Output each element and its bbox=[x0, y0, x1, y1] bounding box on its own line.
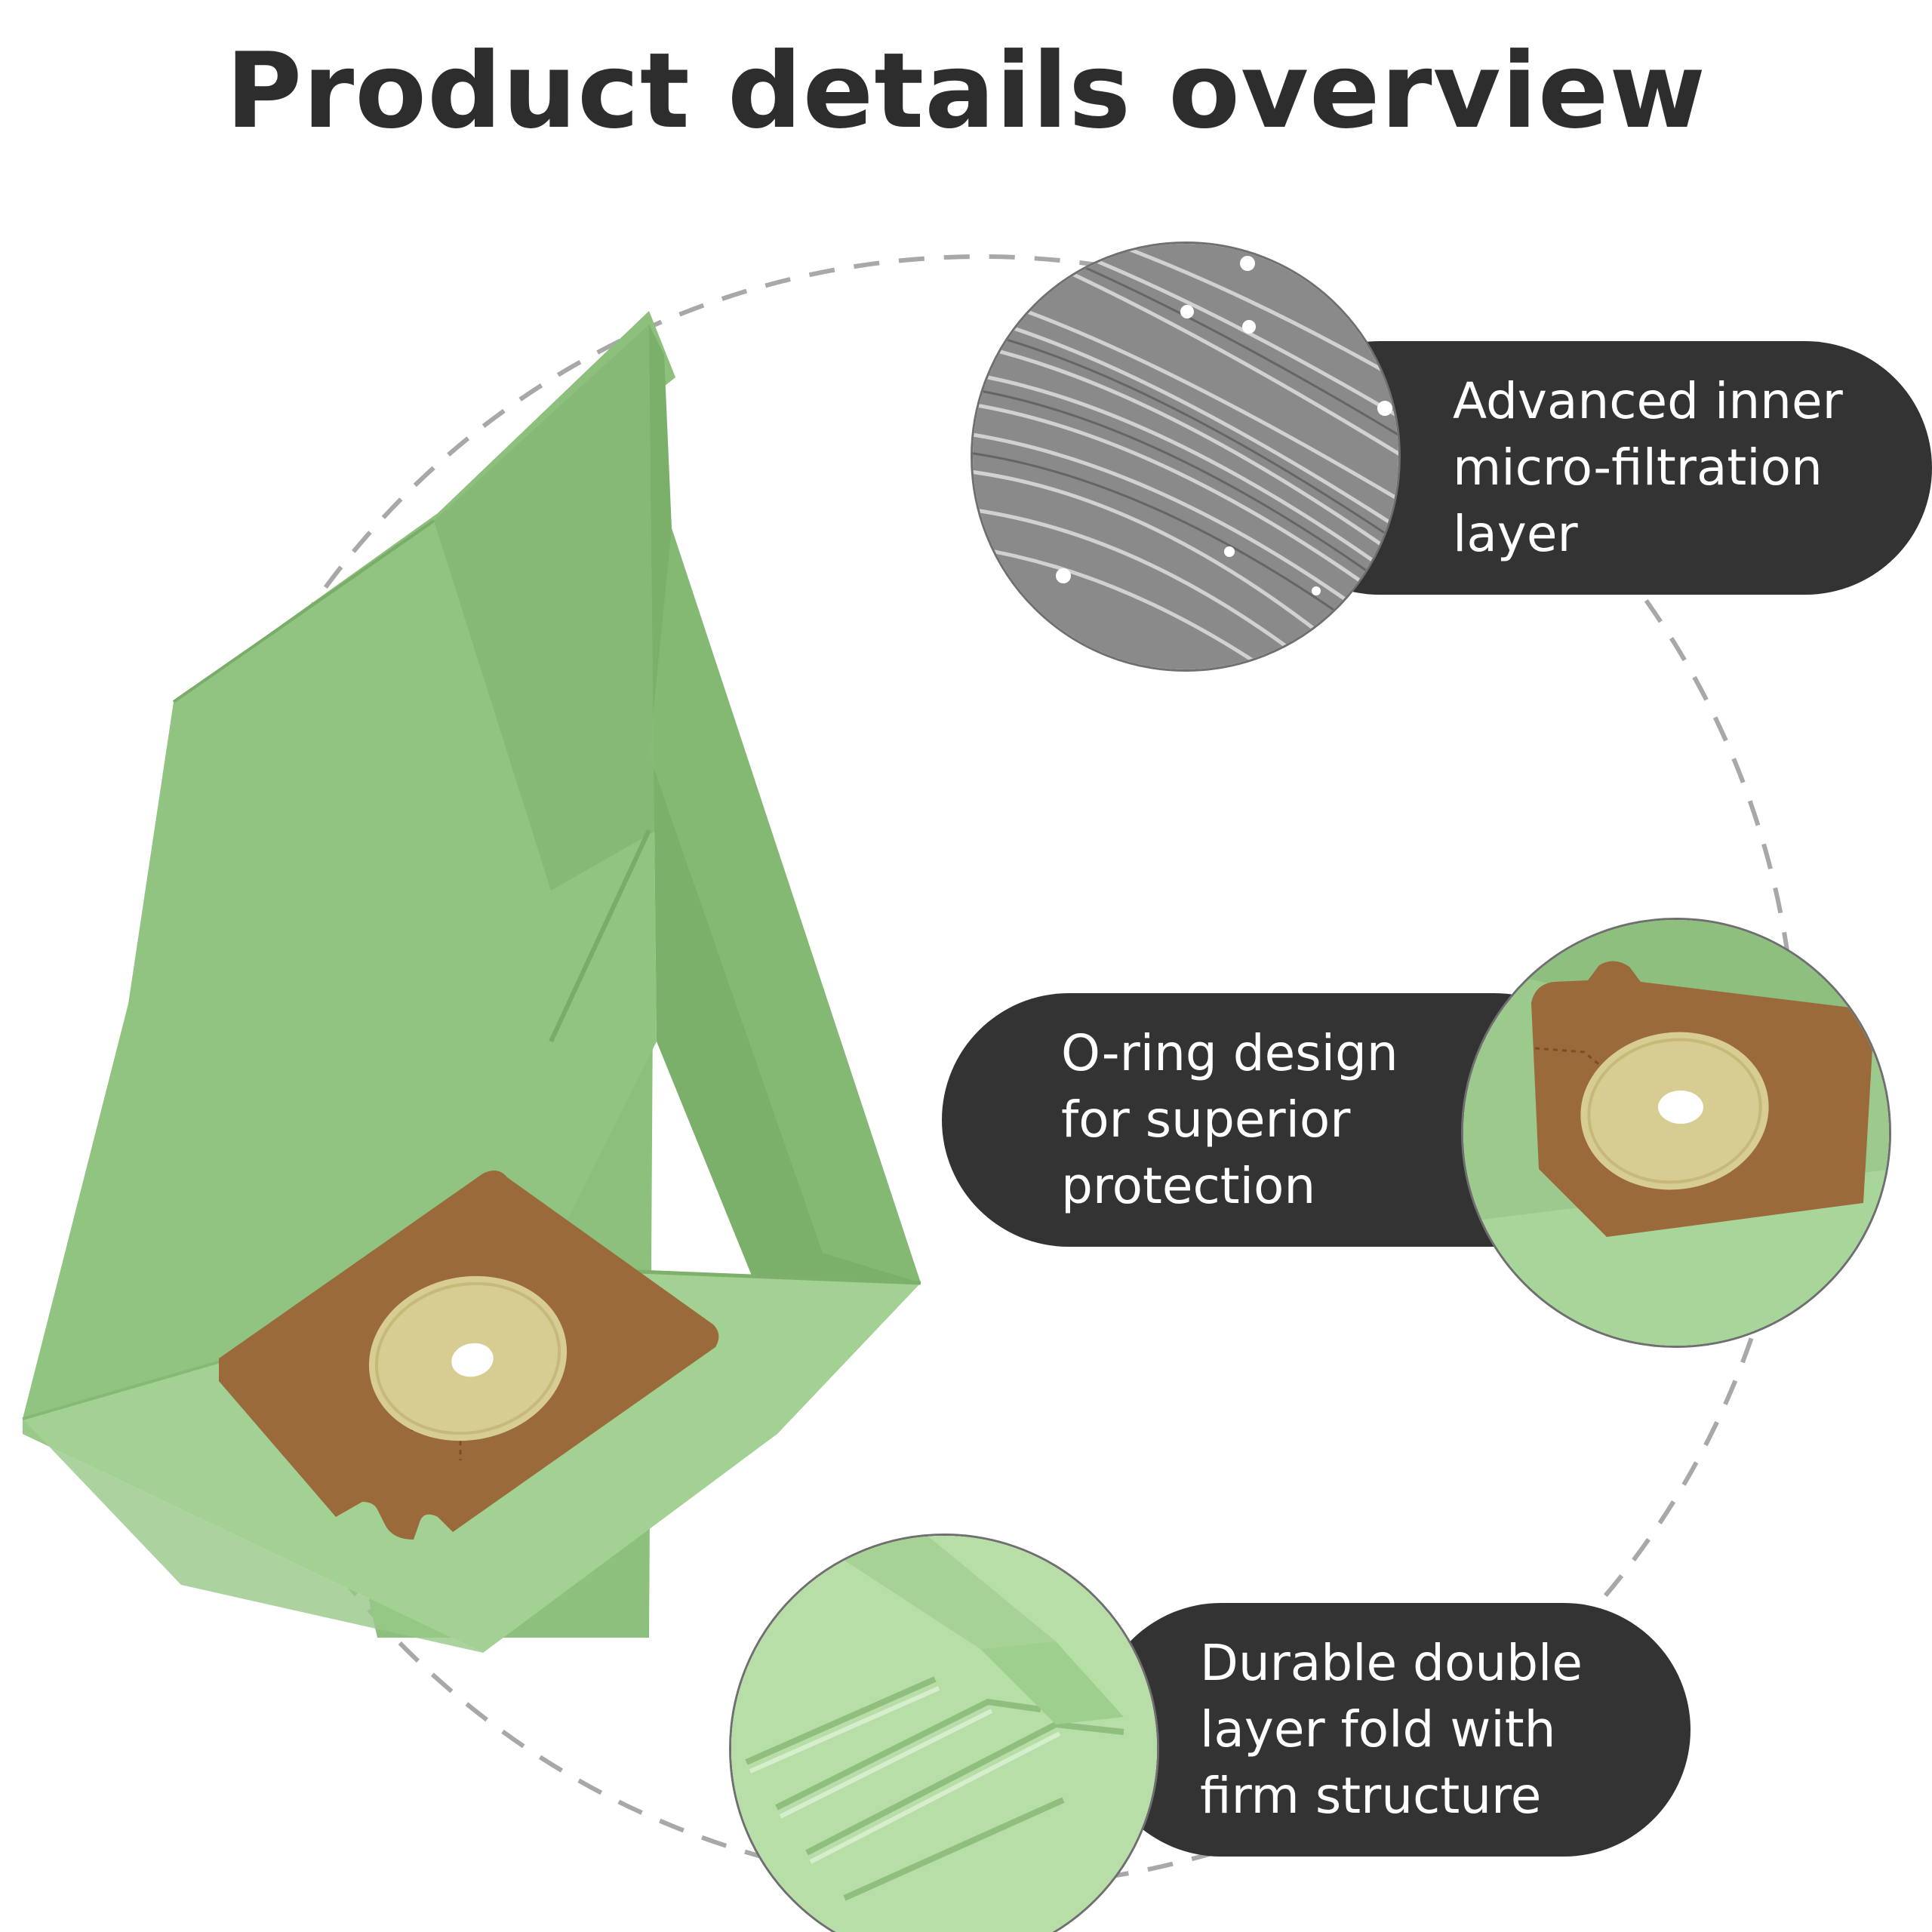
feature-line: layer bbox=[1453, 505, 1578, 563]
feature-line: protection bbox=[1061, 1157, 1316, 1215]
page-title: Product details overview bbox=[226, 30, 1706, 152]
feature-line: O-ring design bbox=[1061, 1024, 1398, 1082]
collar-plate bbox=[219, 1171, 719, 1540]
vacuum-bag-image bbox=[22, 311, 921, 1653]
fold-detail-image bbox=[729, 1534, 1159, 1932]
feature-line: firm structure bbox=[1200, 1767, 1542, 1825]
feature-line: layer fold with bbox=[1200, 1700, 1556, 1758]
feature-line: for superior bbox=[1061, 1091, 1351, 1149]
feature-label-fold: Durable double layer fold with firm stru… bbox=[1094, 1603, 1690, 1857]
filtration-detail-image bbox=[971, 242, 1401, 672]
feature-line: Durable double bbox=[1200, 1634, 1583, 1692]
feature-line: Advanced inner bbox=[1453, 372, 1843, 430]
feature-line: micro-filtration bbox=[1453, 438, 1823, 497]
o-ring-hole bbox=[451, 1343, 494, 1377]
o-ring-detail-image bbox=[1461, 918, 1891, 1348]
